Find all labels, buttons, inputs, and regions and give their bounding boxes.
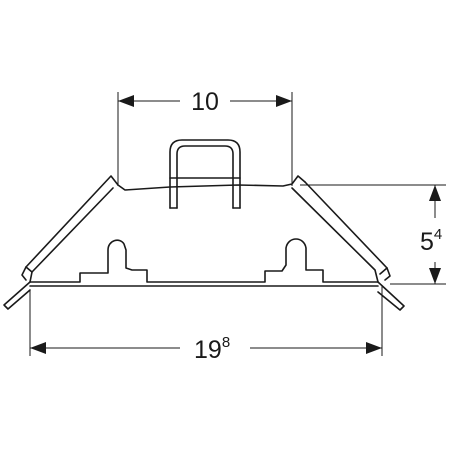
dimension-top-width: 10 — [117, 88, 293, 186]
dimension-height: 54 — [300, 184, 446, 285]
dimension-label-bottom: 198 — [194, 334, 230, 364]
arrowhead-left — [30, 342, 46, 354]
dimension-bottom-width: 198 — [29, 285, 383, 364]
profile-outline — [3, 139, 405, 311]
arrowhead-right — [276, 95, 292, 107]
arrowhead-left — [118, 95, 134, 107]
dimension-label-height: 54 — [420, 226, 442, 256]
arrowhead-up — [429, 185, 441, 201]
arrowhead-down — [429, 268, 441, 284]
dimension-label-top: 10 — [191, 88, 219, 116]
arrowhead-right — [366, 342, 382, 354]
